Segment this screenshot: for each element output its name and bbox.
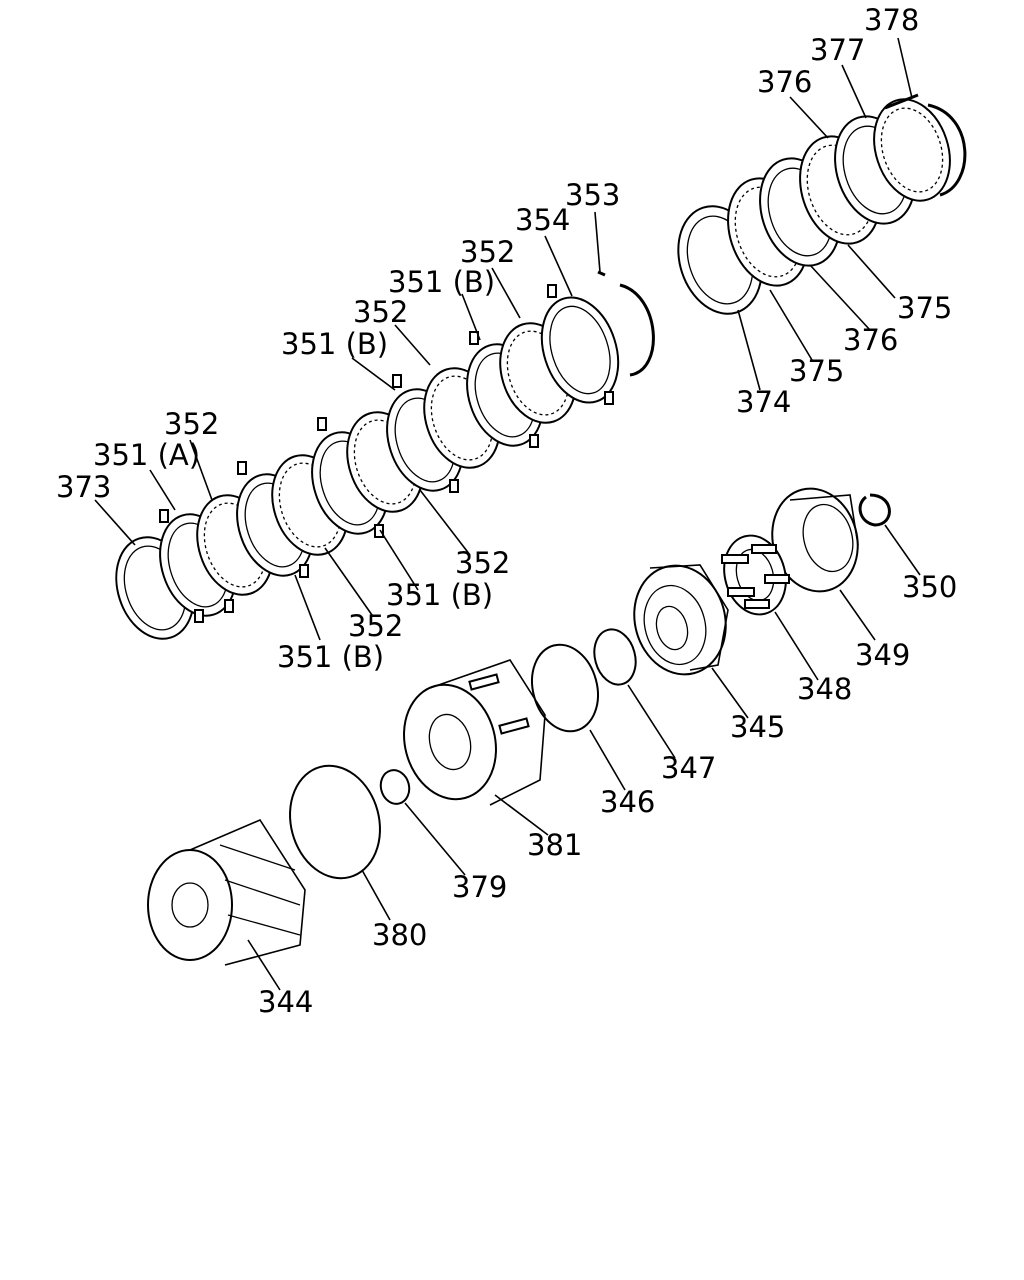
lower-assembly: [147, 487, 891, 966]
part-344-drum: [147, 818, 306, 966]
part-labels: 378 377 376 375 376 375 374 353 354 352 …: [56, 3, 957, 1019]
label-375-right: 375: [897, 291, 952, 325]
part-379-seal: [379, 769, 411, 805]
label-380: 380: [372, 918, 427, 952]
label-379: 379: [452, 870, 507, 904]
part-350-snap-ring: [858, 493, 891, 527]
label-344: 344: [258, 985, 313, 1019]
label-373: 373: [56, 470, 111, 504]
label-350: 350: [902, 570, 957, 604]
part-353-snap-ring: [597, 270, 655, 377]
label-354: 354: [515, 203, 570, 237]
label-353: 353: [565, 178, 620, 212]
label-351b-second: 351 (B): [281, 327, 388, 361]
label-348: 348: [797, 672, 852, 706]
label-351b-bottom: 351 (B): [277, 640, 384, 674]
label-376-bottom: 376: [843, 323, 898, 357]
label-345: 345: [730, 710, 785, 744]
part-381-drum: [403, 659, 546, 806]
part-346-seal: [531, 643, 599, 733]
part-377-friction: [873, 98, 951, 202]
label-349: 349: [855, 638, 910, 672]
label-374: 374: [736, 385, 791, 419]
label-347: 347: [661, 751, 716, 785]
label-378: 378: [864, 3, 919, 37]
leader-lines: [94, 37, 921, 991]
label-375-bottom: 375: [789, 354, 844, 388]
label-351b-top: 351 (B): [388, 265, 495, 299]
label-352-lower: 352: [348, 609, 403, 643]
label-377: 377: [810, 33, 865, 67]
part-347-seal: [593, 628, 637, 686]
label-351a: 351 (A): [93, 438, 200, 472]
label-346: 346: [600, 785, 655, 819]
clutch-pack-right: [677, 93, 967, 315]
label-352-left: 352: [164, 407, 219, 441]
label-376-top: 376: [757, 65, 812, 99]
part-345-piston: [633, 564, 729, 676]
label-352-second: 352: [353, 295, 408, 329]
label-352-lower-right: 352: [455, 546, 510, 580]
label-381: 381: [527, 828, 582, 862]
part-354-plate: [540, 284, 620, 405]
label-351b-lower: 351 (B): [386, 578, 493, 612]
label-352-top: 352: [460, 235, 515, 269]
part-348-springs: [721, 534, 790, 616]
part-380-oring: [289, 764, 381, 880]
clutch-pack-left: [115, 270, 655, 640]
